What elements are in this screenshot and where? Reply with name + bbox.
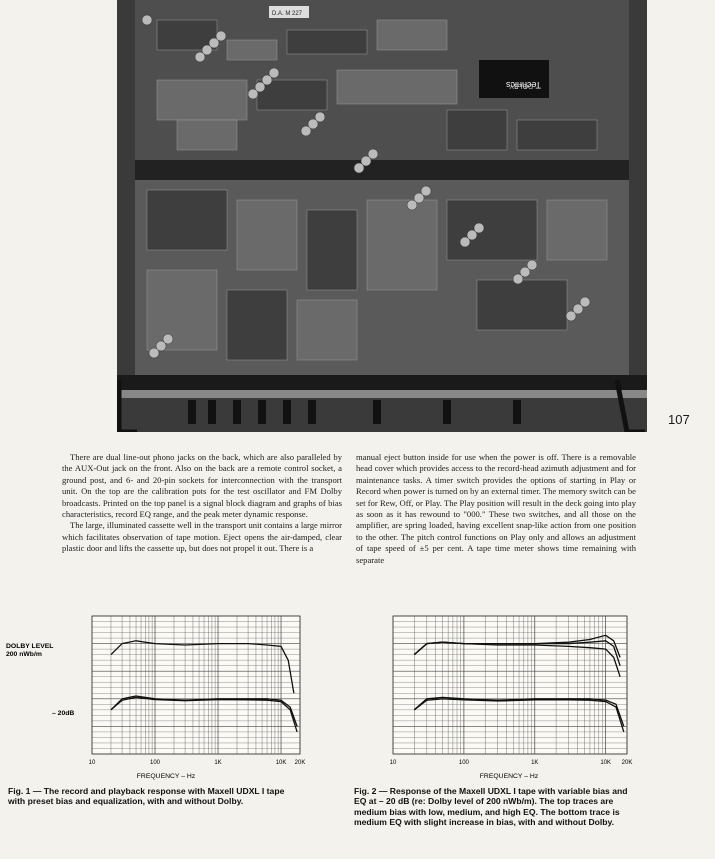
capacitor <box>141 14 153 26</box>
fig1-dolby-level-label: DOLBY LEVEL <box>6 643 53 650</box>
fig1-minus20-label: – 20dB <box>52 710 74 717</box>
front-knob <box>513 400 521 424</box>
circuit-component <box>516 119 598 151</box>
capacitor <box>353 162 365 174</box>
response-curve-3 <box>110 696 298 733</box>
capacitor <box>526 259 538 271</box>
x-tick-label: 10K <box>600 760 611 766</box>
circuit-component <box>226 39 278 61</box>
circuit-component <box>146 189 228 251</box>
capacitor <box>420 185 432 197</box>
figure-2-chart: 10 100 1K 10K 20K FREQUENCY – Hz <box>390 615 633 780</box>
circuit-board-photo: D.A. M 227 Technics DOLBY <box>117 0 647 432</box>
x-tick-label: 10 <box>390 760 397 766</box>
fig1-xlabel: FREQUENCY – Hz <box>137 773 196 780</box>
figure-1-chart: DOLBY LEVEL 200 nWb/m – 20dB 10 100 1K 10K 2… <box>6 615 306 780</box>
x-tick-label: 20K <box>622 760 633 766</box>
right-handle <box>614 379 645 432</box>
front-knob <box>208 400 216 424</box>
capacitor <box>300 125 312 137</box>
badge-line2: DOLBY <box>509 82 533 89</box>
capacitor <box>254 81 266 93</box>
x-tick-label: 100 <box>459 760 470 766</box>
response-curve-3 <box>413 641 621 677</box>
left-handle <box>117 380 137 432</box>
x-tick-label: 100 <box>150 760 161 766</box>
capacitor <box>459 236 471 248</box>
body-left-paragraph-2: The large, illuminated cassette well in … <box>62 520 342 554</box>
front-knob <box>233 400 241 424</box>
body-column-right: manual eject button inside for use when … <box>356 452 636 566</box>
capacitor <box>268 67 280 79</box>
front-knob <box>373 400 381 424</box>
capacitor <box>565 310 577 322</box>
figure-2-caption: Fig. 2 — Response of the Maxell UDXL I t… <box>354 786 628 828</box>
page-number: 107 <box>668 412 690 427</box>
circuit-component <box>336 69 458 105</box>
capacitor <box>162 333 174 345</box>
circuit-component <box>156 79 248 121</box>
circuit-component <box>226 289 288 361</box>
module-label: D.A. M 227 <box>272 11 303 17</box>
circuit-component <box>366 199 438 291</box>
module-label-plate <box>269 6 309 18</box>
capacitor <box>148 347 160 359</box>
capacitor <box>512 273 524 285</box>
capacitor <box>367 148 379 160</box>
capacitor <box>215 30 227 42</box>
circuit-component <box>286 29 368 55</box>
capacitor <box>406 199 418 211</box>
circuit-component <box>376 19 448 51</box>
dolby-badge <box>479 60 549 98</box>
circuit-component <box>146 269 218 351</box>
capacitor <box>519 266 531 278</box>
circuit-component <box>296 299 358 361</box>
capacitor <box>247 88 259 100</box>
capacitor <box>261 74 273 86</box>
response-curve-2 <box>110 695 298 727</box>
front-knob <box>188 400 196 424</box>
body-column-left: There are dual line-out phono jacks on t… <box>62 452 342 555</box>
front-knob <box>258 400 266 424</box>
circuit-component <box>446 199 538 261</box>
x-tick-label: 10 <box>89 760 96 766</box>
circuit-component <box>306 209 358 291</box>
capacitor <box>579 296 591 308</box>
circuit-board-photo-icon: D.A. M 227 Technics DOLBY <box>117 0 647 432</box>
x-tick-label: 1K <box>531 760 538 766</box>
circuit-component <box>176 119 238 151</box>
capacitor <box>572 303 584 315</box>
circuit-component <box>546 199 608 261</box>
capacitor <box>208 37 220 49</box>
x-tick-label: 20K <box>295 760 306 766</box>
circuit-component <box>446 109 508 151</box>
front-knob <box>443 400 451 424</box>
response-curve-4 <box>413 696 625 727</box>
fig1-nwb-label: 200 nWb/m <box>6 651 42 658</box>
body-left-paragraph-1: There are dual line-out phono jacks on t… <box>62 452 342 520</box>
circuit-component <box>476 279 568 331</box>
chart-frame <box>392 615 628 755</box>
capacitor <box>314 111 326 123</box>
figure-1-caption: Fig. 1 — The record and playback respons… <box>8 786 285 807</box>
capacitor <box>360 155 372 167</box>
x-tick-label: 10K <box>276 760 287 766</box>
capacitor <box>307 118 319 130</box>
front-knob <box>308 400 316 424</box>
response-curve-1 <box>110 640 295 694</box>
capacitor <box>466 229 478 241</box>
chart-frame <box>91 615 301 755</box>
response-curve-5 <box>413 698 625 733</box>
capacitor <box>473 222 485 234</box>
capacitor <box>194 51 206 63</box>
circuit-component <box>236 199 298 271</box>
front-knob <box>283 400 291 424</box>
capacitor <box>201 44 213 56</box>
capacitor <box>155 340 167 352</box>
x-tick-label: 1K <box>214 760 221 766</box>
badge-line1: Technics <box>505 80 541 90</box>
capacitor <box>413 192 425 204</box>
fig2-xlabel: FREQUENCY – Hz <box>480 773 539 780</box>
body-right-paragraph-1: manual eject button inside for use when … <box>356 452 636 565</box>
